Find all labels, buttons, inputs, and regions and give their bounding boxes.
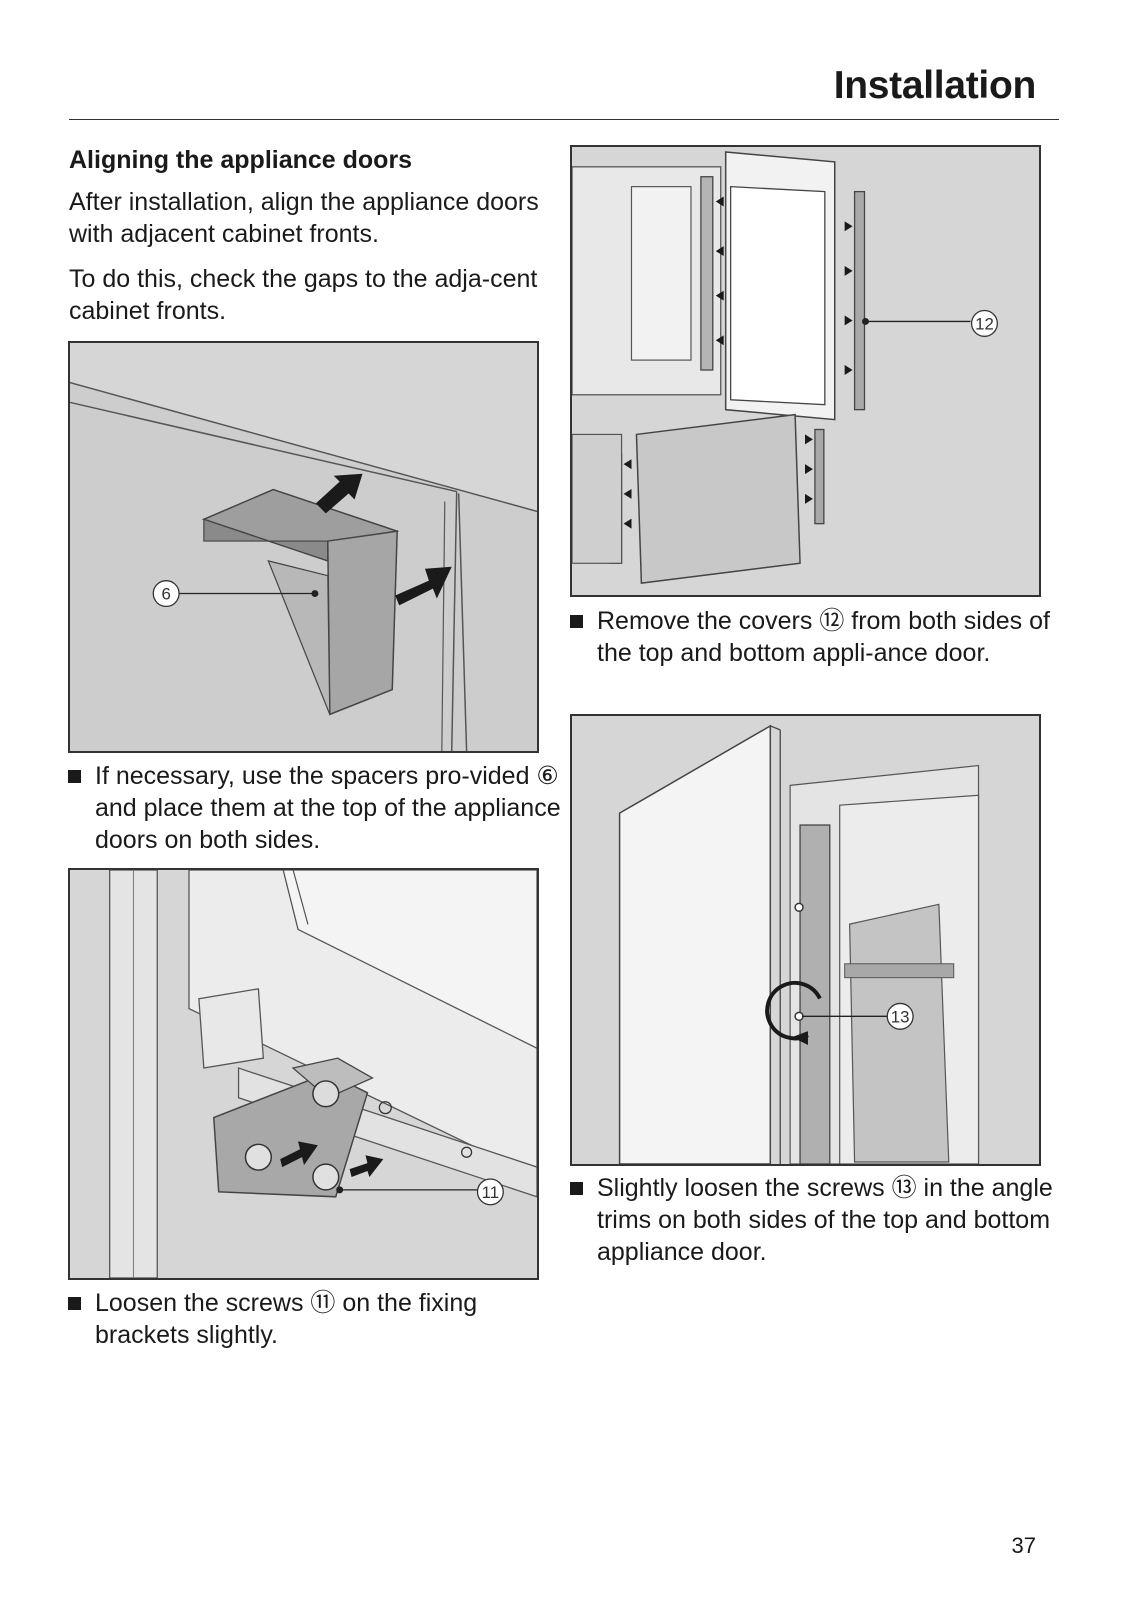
step-loosen-trim-screws: Slightly loosen the screws ⑬ in the angl… [570, 1172, 1057, 1268]
bullet-square-icon [570, 1182, 583, 1195]
intro-paragraph: After installation, align the appliance … [69, 188, 539, 248]
page-number: 37 [1011, 1533, 1036, 1558]
bullet-square-icon [570, 615, 583, 628]
trim-illustration: 13 [570, 714, 1041, 1166]
check-gaps-paragraph: To do this, check the gaps to the adja-c… [69, 265, 538, 325]
step-loosen-bracket-screws: Loosen the screws ⑪ on the fixing bracke… [68, 1287, 565, 1351]
callout-6: 6 [161, 584, 170, 603]
step-remove-covers-text: Remove the covers ⑫ from both sides of t… [597, 607, 1050, 667]
page-section-title: Installation [833, 64, 1037, 107]
step-remove-covers: Remove the covers ⑫ from both sides of t… [570, 605, 1057, 669]
callout-11: 11 [482, 1183, 499, 1202]
step-loosen-trim-screws-text: Slightly loosen the screws ⑬ in the angl… [597, 1174, 1053, 1266]
spacer-illustration: 6 [68, 341, 539, 753]
bullet-square-icon [68, 770, 81, 783]
step-spacers: If necessary, use the spacers pro-vided … [68, 760, 565, 856]
step-spacers-text: If necessary, use the spacers pro-vided … [95, 762, 561, 854]
callout-12: 12 [975, 314, 994, 333]
step-loosen-bracket-screws-text: Loosen the screws ⑪ on the fixing bracke… [95, 1289, 478, 1349]
covers-illustration: 12 [570, 145, 1041, 597]
header-divider [69, 119, 1059, 120]
bracket-illustration: 11 [68, 868, 539, 1280]
bullet-square-icon [68, 1297, 81, 1310]
section-heading: Aligning the appliance doors [69, 146, 413, 174]
callout-13: 13 [891, 1007, 910, 1026]
